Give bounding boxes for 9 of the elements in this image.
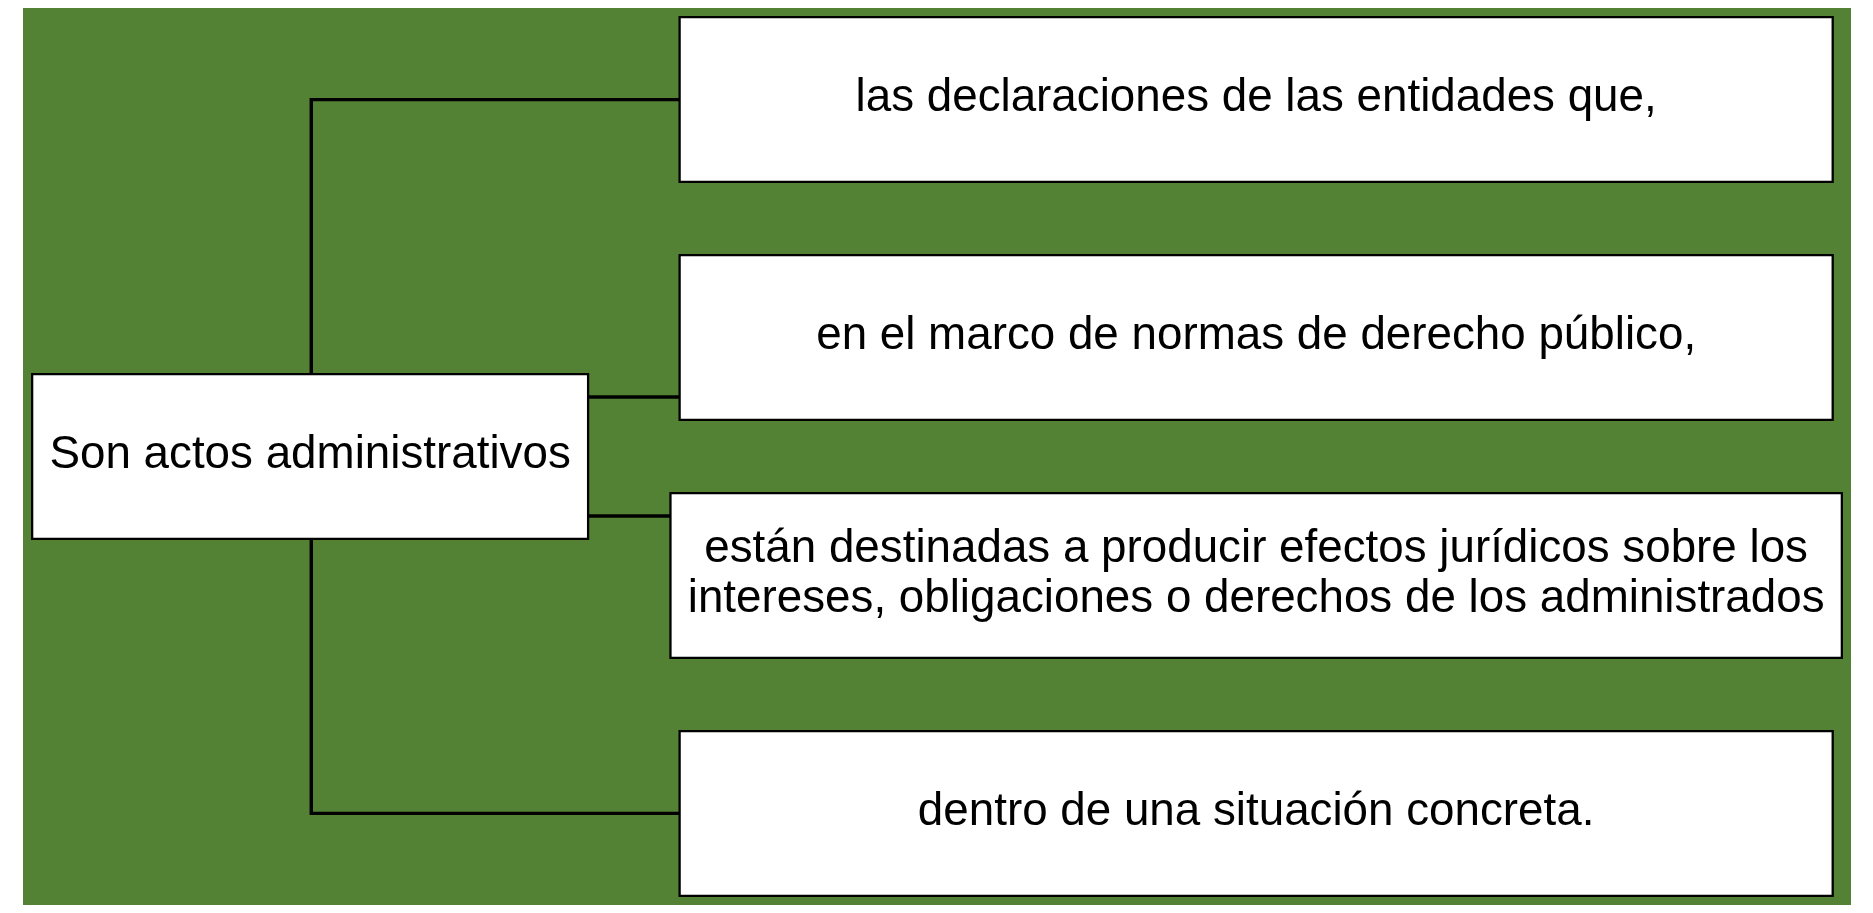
node-box: las declaraciones de las entidades que, [677,16,1834,184]
connector [587,395,680,399]
connector [309,97,679,374]
node-box: Son actos administrativos [30,373,589,540]
node-box: están destinadas a producir efectos jurídicos sobre los intereses, obligaciones o derechos de los administrados [668,491,1843,659]
node-box: en el marco de normas de derecho público, [677,254,1834,422]
node-box: dentro de una situación concreta. [677,729,1834,897]
connector [309,539,679,816]
connector [587,514,670,518]
